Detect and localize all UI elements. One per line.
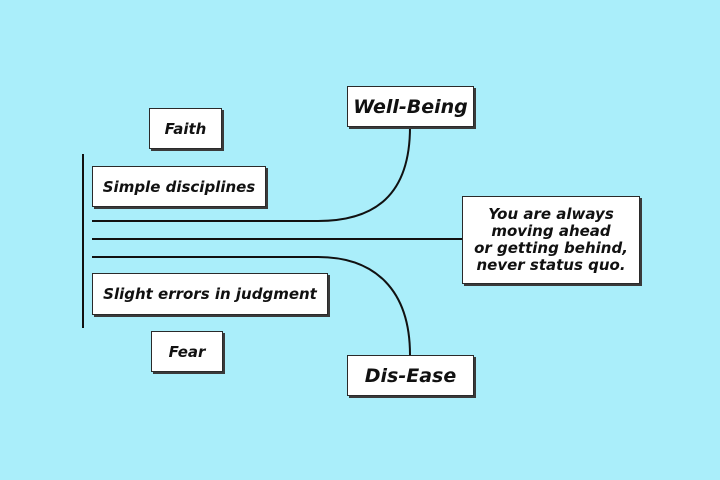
fear-label: Fear (168, 342, 206, 361)
faith-label: Faith (164, 119, 207, 138)
simple-disciplines-box: Simple disciplines (92, 166, 266, 207)
status-line: or getting behind, (474, 239, 628, 257)
status-line: You are always (488, 205, 614, 223)
faith-label-box: Faith (149, 108, 222, 149)
dis-ease-label: Dis-Ease (364, 364, 457, 387)
well-being-box: Well-Being (347, 86, 474, 127)
dis-ease-box: Dis-Ease (347, 355, 474, 396)
status-line: moving ahead (491, 222, 611, 240)
fear-label-box: Fear (151, 331, 223, 372)
status-line: never status quo. (476, 256, 626, 274)
lower-curve-to-dis-ease (92, 256, 411, 356)
simple-disciplines-label: Simple disciplines (102, 177, 256, 196)
well-being-label: Well-Being (353, 95, 468, 118)
slight-errors-box: Slight errors in judgment (92, 273, 328, 315)
slight-errors-label: Slight errors in judgment (103, 285, 317, 303)
upper-curve-to-well-being (92, 126, 411, 222)
status-quo-box: You are always moving ahead or getting b… (462, 196, 640, 284)
